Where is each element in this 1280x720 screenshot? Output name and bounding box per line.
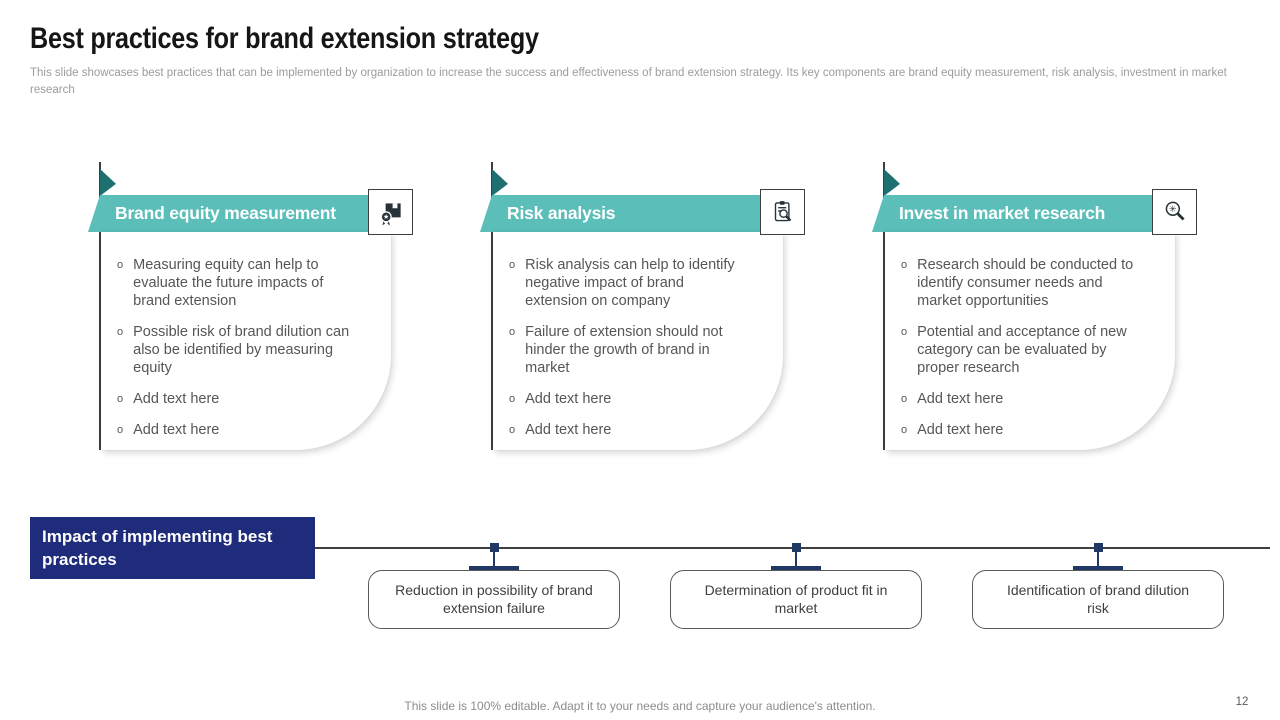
bullet-item: o Add text here: [901, 422, 1135, 440]
bullet-marker: o: [509, 392, 516, 405]
bullet-text: Failure of extension should not hinder t…: [525, 323, 723, 376]
impact-item-box: Identification of brand dilution risk: [972, 570, 1224, 629]
bullet-marker: o: [901, 259, 908, 271]
bullet-marker: o: [509, 325, 516, 338]
bullet-text: Risk analysis can help to identify negat…: [525, 257, 735, 309]
bullet-item: o Risk analysis can help to identify neg…: [509, 257, 743, 311]
card-spine-line: [99, 162, 101, 450]
impact-item-box: Reduction in possibility of brand extens…: [368, 570, 620, 629]
card-body: o Measuring equity can help to evaluate …: [101, 232, 391, 450]
bullet-item: o Possible risk of brand dilution can al…: [117, 324, 351, 378]
bullet-marker: o: [509, 423, 516, 436]
card-icon-box: ✳: [1152, 189, 1197, 235]
bullet-item: o Potential and acceptance of new catego…: [901, 324, 1135, 378]
card-spine-line: [491, 162, 493, 450]
bullet-text: Add text here: [917, 421, 1004, 438]
connector-bar: [771, 566, 821, 571]
connector-stub: [795, 551, 797, 568]
bullet-text: Measuring equity can help to evaluate th…: [133, 257, 324, 309]
card-spine-line: [883, 162, 885, 450]
connector-bar: [1073, 566, 1123, 571]
market-research-magnifier-icon: ✳: [1165, 201, 1185, 221]
impact-item-box: Determination of product fit in market: [670, 570, 922, 629]
bullet-item: o Add text here: [117, 422, 351, 440]
clipboard-magnifier-icon: [774, 201, 791, 222]
bullet-text: Add text here: [133, 390, 220, 407]
bullet-text: Add text here: [525, 421, 612, 438]
card-header-ribbon: Risk analysis: [480, 195, 764, 232]
bullet-marker: o: [117, 259, 124, 271]
card-body: o Research should be conducted to identi…: [885, 232, 1175, 450]
bullet-item: o Research should be conducted to identi…: [901, 257, 1135, 311]
card-header-ribbon: Invest in market research: [872, 195, 1156, 232]
connector-bar: [469, 566, 519, 571]
connector-stub: [1097, 551, 1099, 568]
bullet-text: Add text here: [525, 390, 612, 407]
practice-card-brand-equity: Brand equity measurement ★ o Measuring e…: [88, 160, 413, 452]
bullet-text: Add text here: [917, 390, 1004, 407]
bullet-text: Research should be conducted to identify…: [917, 257, 1134, 309]
ribbon-fold: [884, 169, 900, 196]
bullet-marker: o: [117, 325, 124, 338]
connector-node: [489, 543, 499, 552]
practice-card-market-research: Invest in market research ✳ o Research s…: [872, 160, 1197, 452]
ribbon-fold: [100, 169, 116, 196]
bullet-item: o Measuring equity can help to evaluate …: [117, 257, 351, 311]
card-icon-box: ★: [368, 189, 413, 235]
connector-node: [791, 543, 801, 552]
card-title: Invest in market research: [899, 203, 1106, 223]
connector-stub: [493, 551, 495, 568]
page-number: 12: [1235, 696, 1249, 708]
card-title: Brand equity measurement: [115, 203, 336, 223]
footer-note: This slide is 100% editable. Adapt it to…: [404, 699, 876, 713]
bullet-marker: o: [901, 423, 908, 436]
bullet-marker: o: [509, 259, 516, 271]
card-icon-box: [760, 189, 805, 235]
bullet-marker: o: [117, 392, 124, 405]
bullet-text: Potential and acceptance of new category…: [917, 323, 1127, 376]
card-title: Risk analysis: [507, 203, 616, 223]
page-title: Best practices for brand extension strat…: [30, 22, 539, 55]
bullet-marker: o: [901, 325, 908, 338]
certified-package-icon: ★: [380, 203, 401, 226]
bullet-marker: o: [117, 423, 124, 436]
page-subtitle: This slide showcases best practices that…: [30, 67, 1227, 96]
bullet-item: o Add text here: [509, 422, 743, 440]
bullet-item: o Failure of extension should not hinder…: [509, 324, 743, 378]
bullet-item: o Add text here: [117, 391, 351, 409]
ribbon-fold: [492, 169, 508, 196]
card-header-ribbon: Brand equity measurement: [88, 195, 372, 232]
bullet-marker: o: [901, 392, 908, 405]
bullet-text: Add text here: [133, 421, 220, 438]
card-body: o Risk analysis can help to identify neg…: [493, 232, 783, 450]
bullet-item: o Add text here: [509, 391, 743, 409]
connector-node: [1093, 543, 1103, 552]
bullet-text: Possible risk of brand dilution can also…: [133, 323, 350, 376]
practice-card-risk-analysis: Risk analysis o Risk analysis can help t…: [480, 160, 805, 452]
bullet-item: o Add text here: [901, 391, 1135, 409]
svg-text:★: ★: [383, 213, 389, 221]
impact-label-box: Impact of implementing best practices: [30, 517, 315, 579]
svg-text:✳: ✳: [1169, 204, 1177, 214]
